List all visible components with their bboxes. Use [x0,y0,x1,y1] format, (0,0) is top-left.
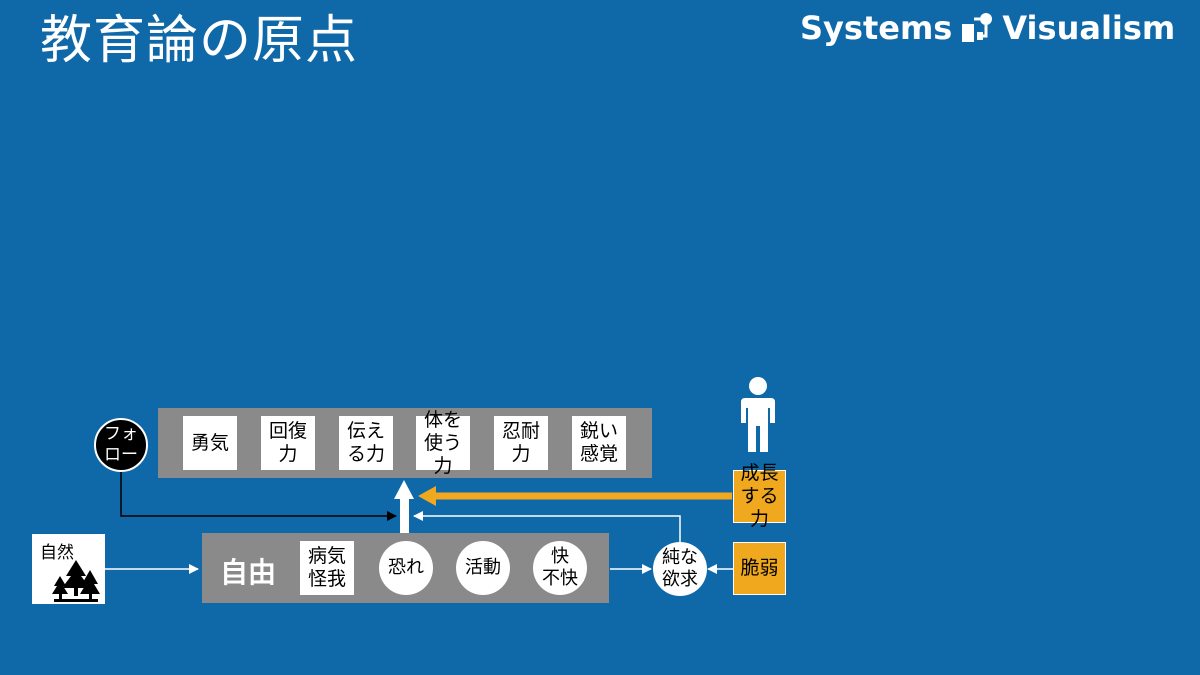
logo-text-visualism: Visualism [1002,9,1176,47]
ability-communication: 伝え る力 [339,416,393,470]
ability-body-use: 体を 使う力 [416,409,470,477]
ability-courage: 勇気 [183,416,237,470]
nature-label: 自然 [40,543,74,563]
freedom-fear: 恐れ [379,541,433,595]
growth-power-box: 成長 する力 [733,462,786,530]
ability-keen-senses: 鋭い 感覚 [572,416,626,470]
nature-box: 自然 [32,534,105,604]
main-arrow-shaft [400,498,409,533]
arrow-desire-to-main [413,511,681,543]
main-arrow-head [394,480,414,499]
freedom-activity: 活動 [456,541,510,595]
arrow-follow-to-main [120,470,397,521]
systems-visualism-logo: Systems Visualism [800,8,1175,48]
fragile-box: 脆弱 [733,542,786,595]
arrow-growth-head [418,486,436,506]
ability-endurance: 忍耐 力 [494,416,548,470]
person-icon [741,377,775,452]
freedom-illness-injury: 病気 怪我 [300,541,354,595]
freedom-label: 自由 [220,556,277,589]
abilities-panel [158,408,652,478]
freedom-pleasure-displeasure: 快 不快 [533,541,587,595]
forest-icon [52,560,100,602]
logo-text-systems: Systems [800,9,953,47]
page-title: 教育論の原点 [40,11,359,71]
pure-desire-circle: 純な 欲求 [653,542,707,596]
systems-diagram-icon [962,13,993,42]
follow-circle: フォ ロー [94,418,148,472]
ability-recovery: 回復 力 [261,416,315,470]
